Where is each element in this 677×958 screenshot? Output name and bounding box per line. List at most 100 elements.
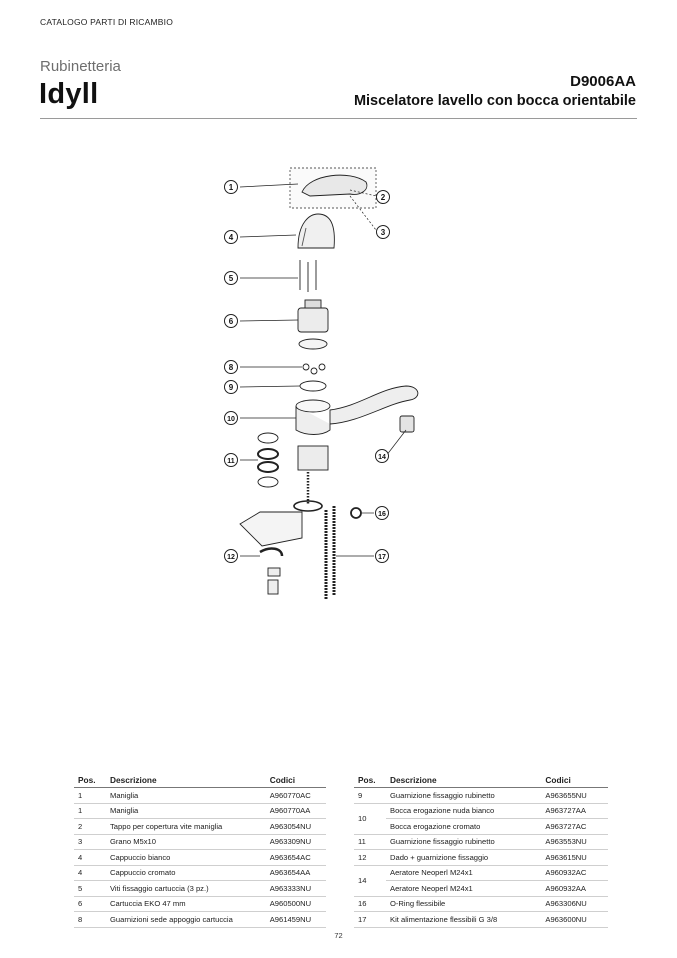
row-pos: 14 xyxy=(354,865,386,897)
row-code: A963727AC xyxy=(541,818,608,835)
row-pos: 4 xyxy=(74,865,106,881)
row-code: A963306NU xyxy=(541,896,608,912)
row-code: A963333NU xyxy=(265,880,326,897)
row-pos: 5 xyxy=(74,880,106,897)
row-code: A963727AA xyxy=(541,803,608,819)
callout-10: 10 xyxy=(224,411,238,425)
series-name: Idyll xyxy=(39,78,99,110)
row-code: A963553NU xyxy=(541,834,608,850)
row-description: Bocca erogazione nuda bianco xyxy=(386,803,542,819)
row-description: Aeratore Neoperl M24x1 xyxy=(386,880,542,897)
callout-14: 14 xyxy=(375,449,389,463)
svg-text:6: 6 xyxy=(229,317,234,326)
row-description: Maniglia xyxy=(106,803,266,819)
svg-text:5: 5 xyxy=(229,274,234,283)
callout-5: 5 xyxy=(224,271,238,285)
row-pos: 4 xyxy=(74,849,106,866)
row-description: Dado + guarnizione fissaggio xyxy=(386,849,542,866)
callout-11: 11 xyxy=(224,453,238,467)
row-code: A960770AA xyxy=(265,803,326,819)
column-header-pos: Pos. xyxy=(354,772,386,788)
svg-text:1: 1 xyxy=(229,183,234,192)
aerator-part xyxy=(399,415,415,433)
row-code: A963600NU xyxy=(541,911,608,928)
column-header-description: Descrizione xyxy=(386,772,542,788)
column-header-pos: Pos. xyxy=(74,772,106,788)
row-description: Cappuccio bianco xyxy=(106,849,266,866)
row-code: A960500NU xyxy=(265,896,326,912)
cap-part xyxy=(297,213,335,249)
callout-17: 17 xyxy=(375,549,389,563)
column-header-codes: Codici xyxy=(265,772,326,788)
callout-8: 8 xyxy=(224,360,238,374)
row-description: Guarnizioni sede appoggio cartuccia xyxy=(106,911,266,928)
svg-text:14: 14 xyxy=(378,454,386,461)
page-number: 72 xyxy=(334,931,343,940)
table-header-row: Pos. Descrizione Codici xyxy=(354,772,608,788)
row-code: A960932AC xyxy=(541,865,608,881)
callout-16: 16 xyxy=(375,506,389,520)
mounting-plate xyxy=(239,511,303,547)
row-code: A961459NU xyxy=(265,911,326,928)
row-pos: 11 xyxy=(354,834,386,850)
handle-part xyxy=(301,174,368,197)
row-pos: 16 xyxy=(354,896,386,912)
row-description: Cappuccio cromato xyxy=(106,865,266,881)
row-description: Tappo per copertura vite maniglia xyxy=(106,818,266,835)
callout-6: 6 xyxy=(224,314,238,328)
svg-text:17: 17 xyxy=(378,554,386,561)
column-header-description: Descrizione xyxy=(106,772,266,788)
row-code: A963655NU xyxy=(541,787,608,804)
row-description: Kit alimentazione flessibili G 3/8 xyxy=(386,911,542,928)
svg-text:16: 16 xyxy=(378,511,386,518)
svg-text:3: 3 xyxy=(381,228,386,237)
callout-1: 1 xyxy=(224,180,238,194)
row-description: Maniglia xyxy=(106,787,266,804)
ring-part xyxy=(299,380,327,392)
callout-12: 12 xyxy=(224,549,238,563)
catalog-header: CATALOGO PARTI DI RICAMBIO xyxy=(40,17,174,27)
row-description: Cartuccia EKO 47 mm xyxy=(106,896,266,912)
series-label: Rubinetteria xyxy=(40,58,121,75)
faucet-exploded-drawing: 1 2 3 4 5 6 8 9 10 11 12 14 16 17 xyxy=(224,167,419,600)
svg-text:2: 2 xyxy=(381,193,386,202)
svg-text:8: 8 xyxy=(229,363,234,372)
svg-text:10: 10 xyxy=(227,416,235,423)
oring-part xyxy=(350,507,362,519)
row-code: A963654AA xyxy=(265,865,326,881)
product-title: Miscelatore lavello con bocca orientabil… xyxy=(353,93,636,109)
cartridge-part xyxy=(297,307,329,333)
gasket-part xyxy=(257,432,279,444)
exploded-view-diagram: 1 2 3 4 5 6 8 9 10 11 12 14 16 17 xyxy=(210,160,440,610)
row-description: Grano M5x10 xyxy=(106,834,266,850)
row-description: Guarnizione fissaggio rubinetto xyxy=(386,834,542,850)
svg-text:4: 4 xyxy=(229,233,234,242)
callout-3: 3 xyxy=(376,225,390,239)
row-code: A963615NU xyxy=(541,849,608,866)
header-rule xyxy=(40,118,637,119)
callout-9: 9 xyxy=(224,380,238,394)
row-pos: 2 xyxy=(74,818,106,835)
column-header-codes: Codici xyxy=(541,772,608,788)
row-code: A960932AA xyxy=(541,880,608,897)
row-description: Guarnizione fissaggio rubinetto xyxy=(386,787,542,804)
row-pos: 17 xyxy=(354,911,386,928)
product-code: D9006AA xyxy=(570,73,636,90)
callout-4: 4 xyxy=(224,230,238,244)
row-pos: 1 xyxy=(74,803,106,819)
